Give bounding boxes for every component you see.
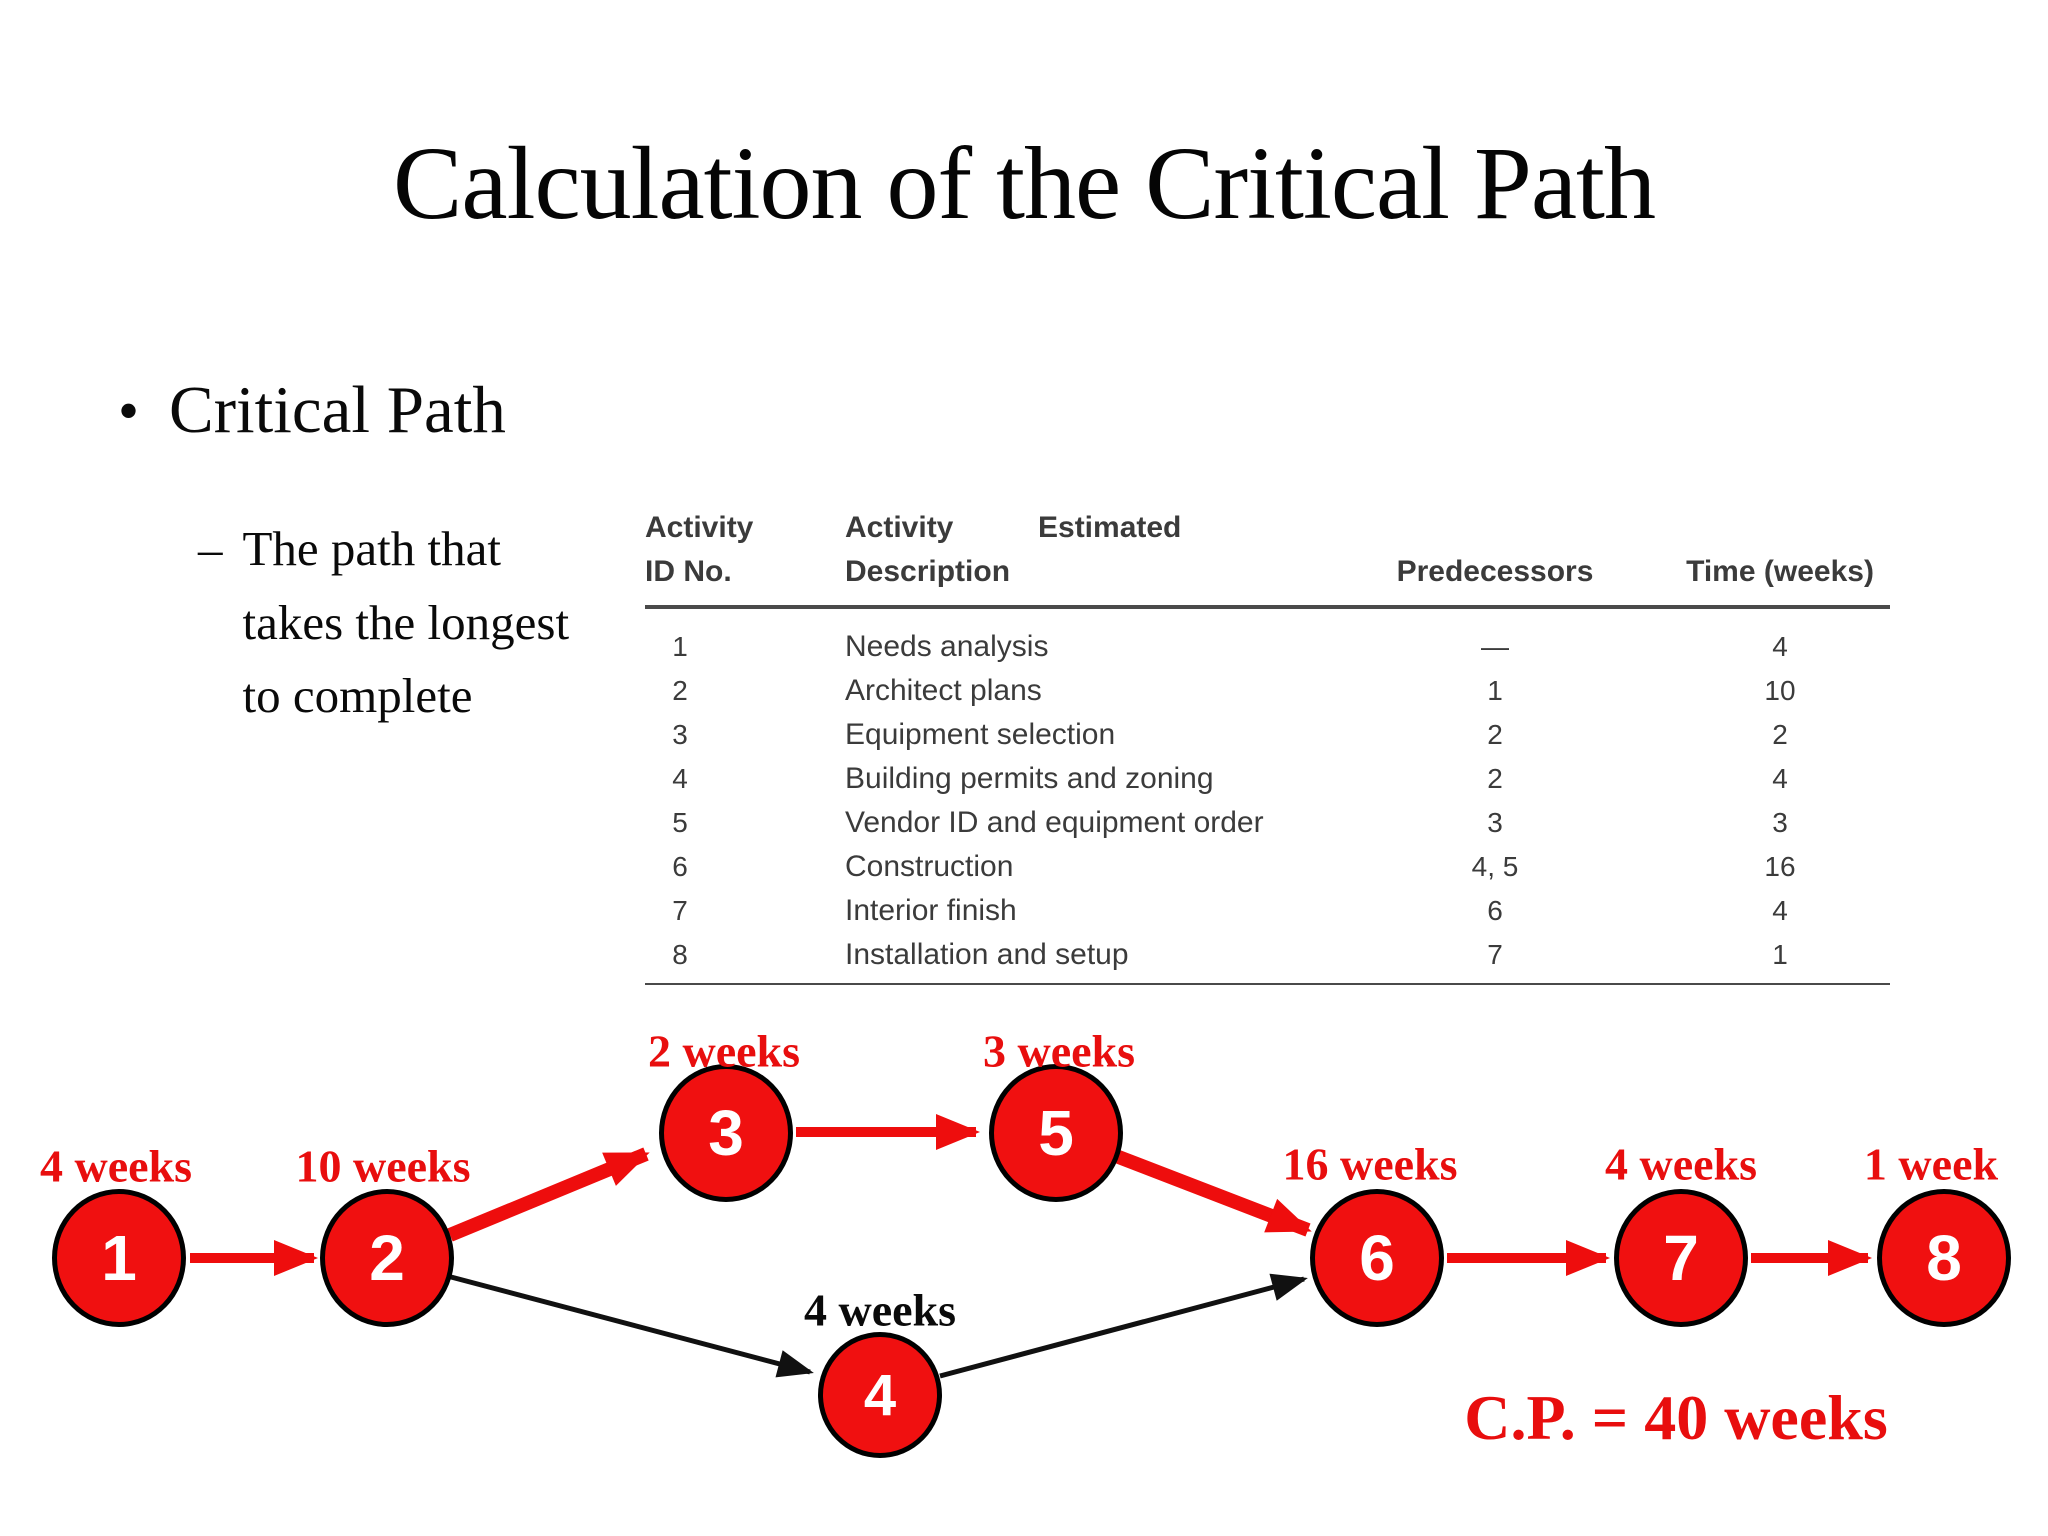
sub-line-3: to complete [242,668,473,723]
row3-time: 2 [1772,719,1788,750]
row6-time: 16 [1764,851,1796,882]
row7-predecessors: 6 [1487,895,1503,926]
sub-line-1: The path that [242,521,502,576]
sub-bullet-lines: The path that takes the longest to compl… [243,512,570,733]
activity-table: Activity ID No. Activity Description Est… [645,505,1890,1005]
row6-id: 6 [672,851,688,882]
edge-4-6 [939,1273,1308,1379]
bullet-marker: • [118,378,140,444]
row8-id: 8 [672,939,688,970]
sub-bullet-dash: – [198,521,223,576]
table-bottom-rule [645,983,1890,985]
row8-description: Installation and setup [845,938,1129,971]
edge-2-4 [450,1274,814,1378]
duration-label-node-8: 1 week [1863,1138,1999,1190]
row7-id: 7 [672,895,688,926]
critical-path-total-label: C.P. = 40 weeks [1464,1382,1888,1453]
row5-id: 5 [672,807,688,838]
duration-label-node-4: 4 weeks [803,1284,957,1336]
duration-label-node-3: 2 weeks [647,1025,801,1077]
node-3: 3 [659,1064,793,1202]
bullet-critical-path: • Critical Path [118,372,506,450]
row7-time: 4 [1772,895,1788,926]
edge-5-6 [1113,1149,1312,1237]
table-header-rule [645,605,1890,609]
header-estimated: Estimated [1038,511,1182,544]
row8-time: 1 [1772,939,1788,970]
row3-predecessors: 2 [1487,719,1503,750]
node-7: 7 [1614,1189,1748,1327]
node-8: 8 [1877,1189,2011,1327]
row2-id: 2 [672,675,688,706]
row6-predecessors: 4, 5 [1471,851,1519,882]
duration-label-node-6: 16 weeks [1282,1138,1458,1190]
node-1-label: 1 [101,1222,137,1294]
row1-description: Needs analysis [845,630,1049,663]
row2-time: 10 [1764,675,1796,706]
row2-description: Architect plans [845,674,1042,707]
row4-description: Building permits and zoning [845,762,1214,795]
node-2-label: 2 [369,1222,405,1294]
header-predecessors: Predecessors [1396,555,1594,588]
page-title: Calculation of the Critical Path [393,126,1656,241]
node-5: 5 [989,1064,1123,1202]
row3-description: Equipment selection [845,718,1116,751]
row1-predecessors: — [1481,631,1509,662]
row1-id: 1 [672,631,688,662]
node-4: 4 [818,1332,942,1458]
node-4-label: 4 [863,1362,897,1428]
node-7-label: 7 [1663,1222,1699,1294]
node-1: 1 [52,1189,186,1327]
bullet-main-text: Critical Path [169,373,506,447]
row6-description: Construction [845,850,1014,883]
row4-predecessors: 2 [1487,763,1503,794]
row1-time: 4 [1772,631,1788,662]
duration-label-node-5: 3 weeks [982,1025,1136,1077]
sub-line-2: takes the longest [242,594,570,650]
bullet-sub-definition: – The path that takes the longest to com… [198,512,569,733]
row3-id: 3 [672,719,688,750]
duration-label-node-1: 4 weeks [39,1140,193,1192]
header-description: Description [845,555,1011,588]
header-activity-1: Activity [645,511,754,544]
node-6: 6 [1310,1189,1444,1327]
row4-time: 4 [1772,763,1788,794]
row5-time: 3 [1772,807,1788,838]
header-id-no: ID No. [645,555,732,588]
row7-description: Interior finish [845,894,1017,927]
row8-predecessors: 7 [1487,939,1503,970]
node-5-label: 5 [1038,1097,1074,1169]
node-3-label: 3 [708,1097,744,1169]
header-activity-2: Activity [845,511,954,544]
row5-predecessors: 3 [1487,807,1503,838]
edge-2-3 [447,1147,650,1242]
node-6-label: 6 [1359,1222,1395,1294]
header-time-weeks: Time (weeks) [1686,555,1874,588]
duration-label-node-7: 4 weeks [1604,1138,1758,1190]
row4-id: 4 [672,763,688,794]
node-2: 2 [320,1189,454,1327]
row2-predecessors: 1 [1487,675,1503,706]
node-8-label: 8 [1926,1222,1962,1294]
duration-label-node-2: 10 weeks [295,1140,471,1192]
row5-description: Vendor ID and equipment order [845,806,1264,839]
